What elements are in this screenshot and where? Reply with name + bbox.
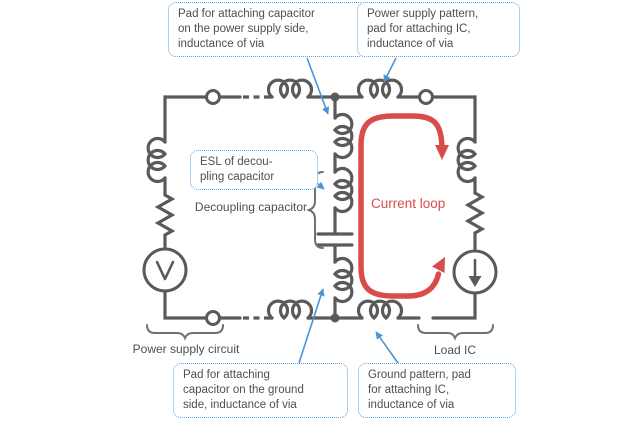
terminal-circle-top-right: [418, 89, 434, 105]
inductor-left-rail: [146, 136, 168, 184]
callout-line: Power supply pattern,: [367, 8, 479, 20]
bottom-left-corner-wire: [163, 289, 208, 320]
callout-line: Pad for attaching capacitor: [178, 8, 315, 20]
callout-line: inductance of via: [178, 38, 265, 50]
via-inductor-bottom: [332, 256, 354, 304]
top-right-corner-wire: [431, 95, 477, 144]
callout-line: Ground pattern, pad: [368, 369, 471, 381]
brace-load-ic: [417, 324, 494, 341]
label-decoupling-capacitor: Decoupling capacitor: [194, 200, 307, 214]
callout-esl: ESL of decou- pling capacitor: [190, 150, 318, 190]
connector-pad-ground-side: [298, 288, 325, 364]
connector-ground-pattern: [375, 331, 399, 364]
terminal-circle-bottom-left: [205, 310, 221, 326]
resistor-right: [464, 191, 486, 235]
inductor-top-left: [266, 78, 314, 100]
callout-line: ESL of decou-: [200, 156, 273, 168]
current-loop-arrowhead-top: [435, 145, 449, 160]
label-power-supply-circuit: Power supply circuit: [132, 342, 240, 356]
callout-line: for attaching IC,: [368, 384, 450, 396]
connector-power-pattern: [383, 57, 397, 83]
inductor-bottom-right: [356, 299, 404, 321]
label-current-loop: Current loop: [371, 196, 446, 211]
callout-power-pattern: Power supply pattern, pad for attaching …: [357, 2, 520, 57]
inductor-top-right: [356, 78, 404, 100]
current-loop-arrow: [358, 113, 449, 299]
current-source-arrow-icon: [468, 276, 482, 287]
callout-line: inductance of via: [367, 38, 454, 50]
callout-line: capacitor on the ground: [183, 384, 304, 396]
via-inductor-top: [332, 112, 354, 160]
terminal-circle-top-left: [205, 89, 221, 105]
inductor-right-rail: [456, 136, 478, 184]
inductor-bottom-left: [266, 299, 314, 321]
callout-pad-power-side: Pad for attaching capacitor on the power…: [168, 2, 366, 57]
callout-pad-ground-side: Pad for attaching capacitor on the groun…: [173, 363, 348, 418]
callout-line: pad for attaching IC,: [367, 23, 471, 35]
top-left-corner-wire: [163, 95, 208, 144]
voltage-source-circle: [142, 247, 188, 293]
junction-dot-bottom: [330, 313, 340, 323]
callout-line: Pad for attaching: [183, 369, 270, 381]
current-loop-arrowhead-bottom: [432, 257, 445, 273]
esl-inductor: [332, 166, 354, 214]
callout-line: on the power supply side,: [178, 23, 309, 35]
label-load-ic: Load IC: [433, 343, 477, 357]
current-loop-path: [358, 113, 445, 299]
connector-pad-power-side: [306, 57, 330, 115]
voltage-source-v-icon: [155, 260, 175, 281]
resistor-left: [154, 193, 176, 237]
callout-line: inductance of via: [368, 399, 455, 411]
callout-line: side, inductance of via: [183, 399, 297, 411]
callout-ground-pattern: Ground pattern, pad for attaching IC, in…: [358, 363, 516, 418]
brace-power-supply-circuit: [146, 324, 224, 341]
callout-line: pling capacitor: [200, 171, 275, 183]
circuit-wiring: [142, 78, 498, 326]
bottom-right-corner-wire: [431, 291, 477, 320]
